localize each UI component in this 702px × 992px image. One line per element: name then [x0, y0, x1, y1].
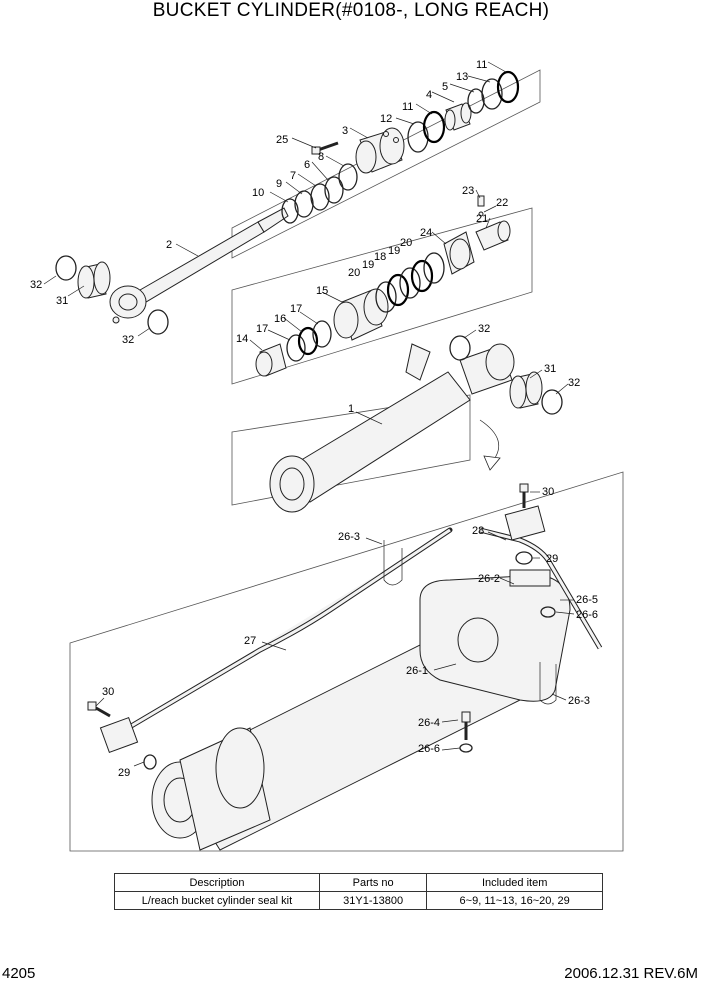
- rod-cover: [355, 127, 405, 174]
- callout-20: 20: [400, 237, 412, 249]
- page-number: 4205: [2, 965, 36, 982]
- revision-date: 2006.12.31 REV.6M: [564, 965, 698, 982]
- callout-32: 32: [122, 334, 134, 346]
- callout-15: 15: [316, 285, 328, 297]
- callout-11: 11: [476, 59, 487, 71]
- callout-31: 31: [544, 363, 556, 375]
- callout-24: 24: [420, 227, 432, 239]
- rod-seal-rings: [281, 70, 520, 224]
- callout-26-3: 26-3: [568, 695, 590, 707]
- header-included-item: Included item: [426, 873, 603, 892]
- nut: [443, 231, 475, 275]
- callout-26-6: 26-6: [418, 743, 440, 755]
- callout-17: 17: [290, 303, 302, 315]
- callout-6: 6: [304, 159, 310, 171]
- callout-32: 32: [568, 377, 580, 389]
- callout-18: 18: [374, 251, 386, 263]
- callout-9: 9: [276, 178, 282, 190]
- callout-30: 30: [102, 686, 114, 698]
- callout-26-4: 26-4: [418, 717, 440, 729]
- callout-2: 2: [166, 239, 172, 251]
- callout-23: 23: [462, 185, 474, 197]
- callout-5: 5: [442, 81, 448, 93]
- piston: [333, 288, 389, 341]
- callout-32: 32: [478, 323, 490, 335]
- leader-lines: [43, 61, 575, 767]
- rod-end-bushing-left: [55, 255, 169, 335]
- direction-arrow: [479, 419, 500, 463]
- cell-included-item: 6~9, 11~13, 16~20, 29: [426, 891, 603, 910]
- callout-25: 25: [276, 134, 288, 146]
- callout-17: 17: [256, 323, 268, 335]
- cell-description: L/reach bucket cylinder seal kit: [114, 891, 320, 910]
- socket-bolt: [311, 141, 339, 155]
- header-description: Description: [114, 873, 320, 892]
- pipes: [99, 505, 603, 753]
- frame-piping-group: [69, 471, 624, 852]
- callout-21: 21: [476, 213, 488, 225]
- callout-26-1: 26-1: [406, 665, 428, 677]
- callout-26-6: 26-6: [576, 609, 598, 621]
- page-title: BUCKET CYLINDER(#0108-, LONG REACH): [152, 0, 550, 21]
- callout-19: 19: [388, 245, 400, 257]
- callout-22: 22: [496, 197, 508, 209]
- callout-12: 12: [380, 113, 392, 125]
- callout-29: 29: [118, 767, 130, 779]
- table-row: L/reach bucket cylinder seal kit 31Y1-13…: [114, 891, 603, 910]
- callout-7: 7: [290, 170, 296, 182]
- callout-29: 29: [546, 553, 558, 565]
- callout-20: 20: [348, 267, 360, 279]
- frame-piston-group: [231, 207, 533, 385]
- callout-19: 19: [362, 259, 374, 271]
- callout-31: 31: [56, 295, 68, 307]
- callout-3: 3: [342, 125, 348, 137]
- callout-10: 10: [252, 187, 264, 199]
- callout-8: 8: [318, 151, 324, 163]
- callout-13: 13: [456, 71, 468, 83]
- callout-11: 11: [402, 101, 413, 113]
- callout-14: 14: [236, 333, 248, 345]
- callout-32: 32: [30, 279, 42, 291]
- steel-ball-and-set-screw: [475, 195, 511, 251]
- callout-27: 27: [244, 635, 256, 647]
- callout-26-2: 26-2: [478, 573, 500, 585]
- parts-table: Description Parts no Included item L/rea…: [114, 873, 603, 910]
- bushing: [444, 102, 472, 131]
- callout-16: 16: [274, 313, 286, 325]
- piston-rings: [286, 252, 445, 362]
- cell-parts-no: 31Y1-13800: [318, 891, 428, 910]
- piston-rod: [109, 207, 289, 324]
- callout-4: 4: [426, 89, 432, 101]
- head-bushing-right: [449, 335, 563, 415]
- u-bolts: [383, 540, 557, 705]
- callout-1: 1: [348, 403, 354, 415]
- header-parts-no: Parts no: [318, 873, 428, 892]
- callout-30: 30: [542, 486, 554, 498]
- table-header-row: Description Parts no Included item: [114, 873, 603, 892]
- pipe-clamp: [419, 569, 571, 702]
- callout-28: 28: [472, 525, 484, 537]
- cushion-ring: [255, 343, 287, 377]
- callout-26-5: 26-5: [576, 594, 598, 606]
- callout-26-3: 26-3: [338, 531, 360, 543]
- cylinder-assembly: [151, 619, 521, 851]
- callout-labels: 11 13 5 4 11 12 3 25 8 6 7 9 10 2 23 22 …: [30, 59, 598, 779]
- cylinder-tube: [269, 343, 515, 513]
